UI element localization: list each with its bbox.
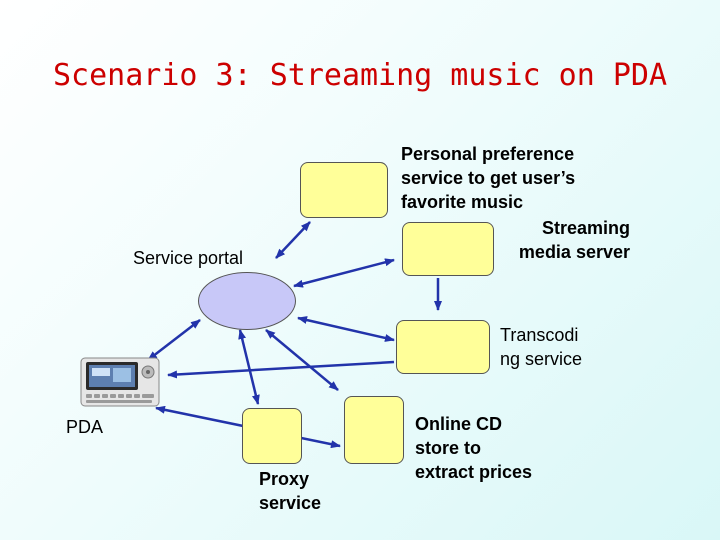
- pda-device-icon: [80, 357, 160, 407]
- streaming-media-server-box: [402, 222, 494, 276]
- slide-title: Scenario 3: Streaming music on PDA: [52, 58, 668, 93]
- edge-portal-preference: [275, 221, 311, 259]
- service-portal-node: [198, 272, 296, 330]
- edge-portal-cd: [265, 329, 339, 391]
- edge-portal-transcoding: [297, 316, 395, 342]
- streaming-media-server-label: Streaming media server: [518, 218, 630, 262]
- transcoding-service-box: [396, 320, 490, 374]
- edge-transcoding-pda: [167, 360, 395, 379]
- personal-preference-label: Personal preference service to get user’…: [401, 144, 576, 212]
- service-portal-label: Service portal: [133, 248, 244, 268]
- proxy-service-label: Proxy service: [259, 469, 322, 513]
- pda-label: PDA: [66, 417, 104, 437]
- online-cd-store-label: Online CD store to extract prices: [415, 414, 533, 482]
- proxy-service-box: [242, 408, 302, 464]
- edge-portal-pda: [147, 319, 201, 361]
- personal-preference-service-box: [300, 162, 388, 218]
- online-cd-store-box: [344, 396, 404, 464]
- transcoding-service-label: Transcodi ng service: [500, 325, 583, 369]
- edge-portal-streaming: [293, 258, 395, 288]
- edge-portal-proxy: [238, 329, 260, 405]
